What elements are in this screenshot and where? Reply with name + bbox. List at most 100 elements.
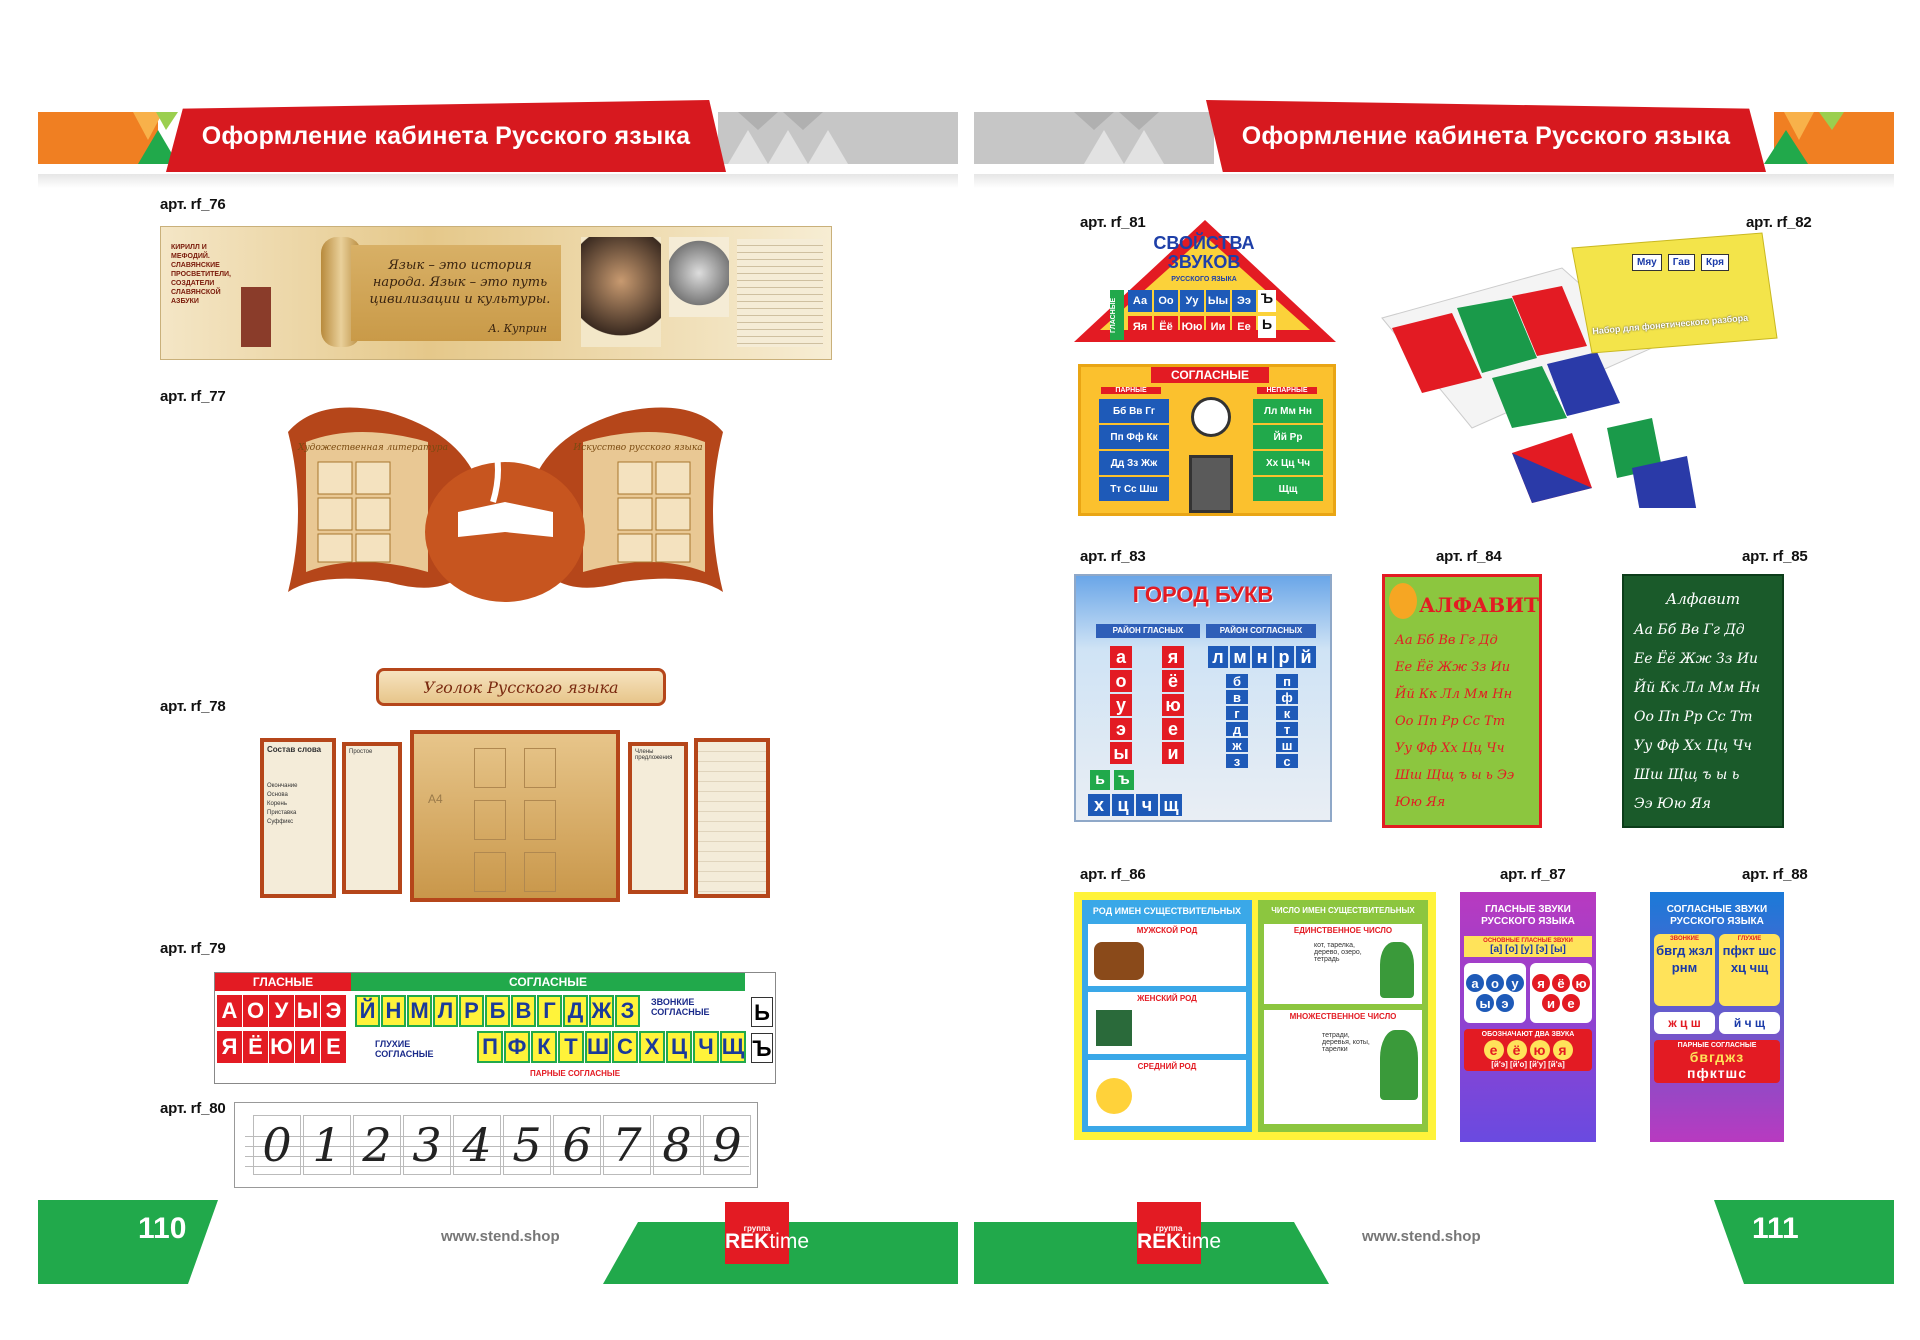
- alphabet-line: Йй Кк Лл Мм Нн: [1634, 680, 1761, 696]
- alphabet-line: Аа Бб Вв Гг Дд: [1395, 633, 1498, 648]
- consonant-letter: с: [1276, 754, 1298, 769]
- page-number: 111: [1752, 1212, 1799, 1245]
- rf86-left-header: РОД ИМЕН СУЩЕСТВИТЕЛЬНЫХ: [1092, 906, 1242, 916]
- vowel-letter: И: [295, 1031, 320, 1063]
- consonant-letter: Ш: [585, 1031, 611, 1063]
- stand-rf77: Художественная литература Искусство русс…: [288, 407, 723, 602]
- rf83-district-consonants: РАЙОН СОГЛАСНЫХ: [1206, 624, 1316, 638]
- article-label-rf81: арт. rf_81: [1080, 214, 1146, 231]
- vowel-pair: Ыы: [1206, 290, 1230, 312]
- page-header-title: Оформление кабинета Русского языка: [166, 100, 726, 172]
- vowel-letter: я: [1162, 646, 1184, 668]
- article-label-rf88: арт. rf_88: [1742, 866, 1808, 883]
- consonant-pair: Лл Мм Нн: [1253, 399, 1323, 423]
- logo-brand-light: time: [1181, 1230, 1222, 1253]
- consonant-letter: т: [1276, 722, 1298, 737]
- header-underline: [974, 174, 1894, 188]
- consonant-letter: Т: [558, 1031, 584, 1063]
- vowel-pair: Ээ: [1232, 290, 1256, 312]
- consonant-letter: г: [1226, 706, 1248, 721]
- rf86-plural: МНОЖЕСТВЕННОЕ ЧИСЛО: [1289, 1012, 1397, 1021]
- rf78-book-center: А4: [410, 730, 620, 902]
- rf78-item: Суффикс: [267, 819, 294, 825]
- vowel-letter: у: [1110, 694, 1132, 716]
- rf87-title: ГЛАСНЫЕ ЗВУКИ РУССКОГО ЯЗЫКА: [1481, 904, 1575, 927]
- logo-small-text: группа: [743, 1224, 771, 1233]
- consonant-pair: Йй Рр: [1253, 425, 1323, 449]
- alphabet-line: Оо Пп Рр Сс Тт: [1395, 714, 1506, 729]
- rf86-neut: СРЕДНИЙ РОД: [1137, 1062, 1197, 1071]
- consonant-letter: р: [1274, 646, 1294, 668]
- rf84-title: АЛФАВИТ: [1419, 593, 1539, 617]
- consonant-letter: п: [1276, 674, 1298, 689]
- consonant-letter: б: [1226, 674, 1248, 689]
- consonant-letter: Ж: [589, 995, 614, 1027]
- page-number: 110: [138, 1212, 187, 1245]
- trees-icon: [1380, 1030, 1418, 1100]
- consonant-letter: Й: [355, 995, 380, 1027]
- website-url[interactable]: www.stend.shop: [441, 1228, 560, 1245]
- consonant-letter: Р: [459, 995, 484, 1027]
- vowel-letter: и: [1542, 994, 1560, 1012]
- rf83-title: ГОРОД БУКВ: [1132, 582, 1274, 607]
- rf78-a4: А4: [428, 792, 443, 806]
- rf81-vowels-label: ГЛАСНЫЕ: [1110, 290, 1124, 340]
- article-label-rf77: арт. rf_77: [160, 388, 226, 405]
- handwritten-digit: 8: [653, 1115, 701, 1175]
- alphabet-line: Уу Фф Хх Цц Чч: [1395, 741, 1505, 756]
- vowel-letter: я: [1552, 1040, 1573, 1060]
- handwritten-digit: 2: [353, 1115, 401, 1175]
- alphabet-line: Оо Пп Рр Сс Тт: [1634, 709, 1753, 725]
- poster-rf83: ГОРОД БУКВ РАЙОН ГЛАСНЫХ РАЙОН СОГЛАСНЫХ…: [1074, 574, 1332, 822]
- consonant-letter: н: [1252, 646, 1272, 668]
- article-label-rf85: арт. rf_85: [1742, 548, 1808, 565]
- rf88-title: СОГЛАСНЫЕ ЗВУКИ РУССКОГО ЯЗЫКА: [1666, 904, 1768, 927]
- rf81-house-title: СОГЛАСНЫЕ: [1151, 367, 1269, 383]
- consonant-pair: Бб Вв Гг: [1099, 399, 1169, 423]
- rf87-two-sounds: ОБОЗНАЧАЮТ ДВА ЗВУКА: [1481, 1031, 1575, 1038]
- horse-icon: [1094, 942, 1144, 980]
- vowel-letter: о: [1486, 974, 1504, 992]
- vowel-letter: у: [1506, 974, 1524, 992]
- consonant-letter: в: [1226, 690, 1248, 705]
- rf79-paired: ПАРНЫЕ СОГЛАСНЫЕ: [529, 1069, 621, 1078]
- article-label-rf78: арт. rf_78: [160, 698, 226, 715]
- consonant-letter: щ: [1160, 794, 1182, 816]
- rf85-title: Алфавит: [1665, 590, 1741, 608]
- alphabet-line: Аа Бб Вв Гг Дд: [1634, 622, 1745, 638]
- rf86-plural-words: тетради, деревья, коты, тарелки: [1322, 1032, 1370, 1053]
- vowel-letter: ё: [1506, 1040, 1527, 1060]
- consonant-letter: к: [1276, 706, 1298, 721]
- vowel-letter: ю: [1162, 694, 1184, 716]
- article-label-rf79: арт. rf_79: [160, 940, 226, 957]
- vowel-letter: е: [1483, 1040, 1504, 1060]
- rf79-vowels-header: ГЛАСНЫЕ: [215, 973, 351, 991]
- vowel-letter: ё: [1162, 670, 1184, 692]
- vowel-letter: Ы: [295, 995, 320, 1027]
- rf88-always-hard: ж ц ш: [1654, 1012, 1715, 1034]
- handwritten-digit: 6: [553, 1115, 601, 1175]
- vowel-letter: ю: [1572, 974, 1590, 992]
- rf86-right-header: ЧИСЛО ИМЕН СУЩЕСТВИТЕЛЬНЫХ: [1271, 906, 1415, 915]
- consonant-letter: Н: [381, 995, 406, 1027]
- consonant-letter: ч: [1136, 794, 1158, 816]
- rf76-quote: Язык – это история народа. Язык – это пу…: [369, 258, 551, 307]
- rf76-scroll: Язык – это история народа. Язык – это пу…: [351, 245, 561, 341]
- article-label-rf86: арт. rf_86: [1080, 866, 1146, 883]
- handwritten-digit: 3: [403, 1115, 451, 1175]
- rf78-panel-right: [694, 738, 770, 898]
- rf77-left-title: Художественная литература: [297, 443, 448, 453]
- website-url[interactable]: www.stend.shop: [1362, 1228, 1481, 1245]
- rf78-banner: Уголок Русского языка: [376, 668, 666, 706]
